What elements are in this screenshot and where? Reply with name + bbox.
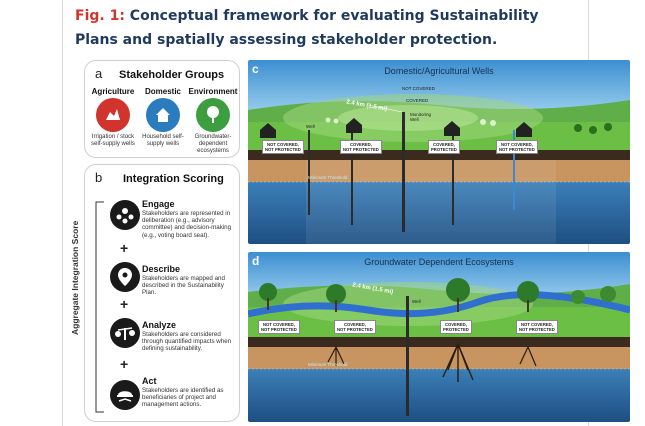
panel-c-domestic-wells-scene: c Domestic/Agricultural Wells NOT COVERE… — [248, 60, 630, 244]
status-tag-1: NOT COVERED, NOT PROTECTED — [262, 140, 304, 154]
status-tag-2: COVERED, NOT PROTECTED — [334, 320, 376, 334]
panel-a-stakeholder-groups: a Stakeholder Groups Agriculture Irrigat… — [84, 60, 240, 158]
group-name: Environment — [188, 87, 238, 96]
status-tag-3: COVERED, PROTECTED — [440, 320, 472, 334]
group-name: Agriculture — [91, 87, 135, 96]
scale-icon — [110, 318, 140, 348]
house-faucet-icon — [146, 98, 180, 132]
group-agriculture: Agriculture Irrigation / stock self-supp… — [87, 87, 139, 148]
panel-d-title: Groundwater Dependent Ecosystems — [364, 257, 514, 267]
group-name: Domestic — [144, 87, 181, 96]
people-group-icon — [110, 200, 140, 230]
step-name: Analyze — [142, 320, 177, 330]
step-desc: Stakeholders are mapped and described in… — [142, 275, 225, 297]
group-desc: Irrigation / stock self-supply wells — [91, 134, 135, 147]
page-left-rule — [62, 0, 63, 426]
plus-sign: + — [120, 240, 129, 256]
tag-line2: PROTECTED — [443, 327, 469, 332]
panel-b-letter: b — [95, 170, 103, 185]
step-name: Engage — [142, 199, 175, 209]
scene-d-illustration — [248, 252, 630, 422]
step-desc: Stakeholders are represented in delibera… — [142, 210, 232, 239]
scene-c-illustration — [248, 60, 630, 244]
panel-b-integration-scoring: b Integration Scoring — [84, 164, 240, 422]
tag-line2: NOT PROTECTED — [265, 147, 301, 152]
minimum-threshold-label: Minimum Threshold — [308, 362, 348, 367]
status-tag-2: COVERED, NOT PROTECTED — [340, 140, 382, 154]
panel-c-title: Domestic/Agricultural Wells — [384, 66, 494, 76]
tag-line2: NOT PROTECTED — [499, 147, 535, 152]
panel-d-letter: d — [252, 254, 260, 268]
plus-sign: + — [120, 356, 129, 372]
tag-line2: NOT PROTECTED — [261, 327, 297, 332]
well-label: Well — [412, 299, 421, 304]
tag-line1: NOT COVERED, — [520, 322, 553, 327]
status-tag-1: NOT COVERED, NOT PROTECTED — [258, 320, 300, 334]
status-tag-4: NOT COVERED, NOT PROTECTED — [496, 140, 538, 154]
covered-label: COVERED — [406, 98, 429, 103]
panel-a-title: Stakeholder Groups — [119, 69, 225, 81]
panel-b-title: Integration Scoring — [123, 173, 224, 185]
tag-line2: NOT PROTECTED — [519, 327, 555, 332]
map-pin-icon — [110, 262, 140, 292]
group-environment: Environment Groundwater-dependent ecosys… — [187, 87, 239, 155]
panel-d-gde-scene: d Groundwater Dependent Ecosystems 2.4 k… — [248, 252, 630, 422]
tag-line1: NOT COVERED, — [266, 142, 299, 147]
step-name: Act — [142, 376, 157, 386]
score-bracket — [95, 201, 104, 413]
tag-line1: COVERED, — [444, 322, 467, 327]
step-describe: Describe Stakeholders are mapped and des… — [142, 264, 238, 297]
panel-a-letter: a — [95, 66, 103, 81]
tag-line2: NOT PROTECTED — [337, 327, 373, 332]
group-desc: Household self-supply wells — [142, 134, 184, 147]
group-desc: Groundwater-dependent ecosystems — [194, 134, 232, 154]
step-desc: Stakeholders are considered through quan… — [142, 331, 232, 353]
tag-line1: COVERED, — [432, 142, 455, 147]
step-name: Describe — [142, 264, 181, 274]
tag-line1: NOT COVERED, — [262, 322, 295, 327]
figure-title: Fig. 1: Conceptual framework for evaluat… — [75, 4, 575, 52]
step-desc: Stakeholders are identified as beneficia… — [142, 387, 224, 409]
panel-c-letter: c — [252, 62, 259, 76]
status-tag-4: NOT COVERED, NOT PROTECTED — [516, 320, 558, 334]
step-engage: Engage Stakeholders are represented in d… — [142, 199, 238, 239]
minimum-threshold-label: Minimum Threshold — [308, 175, 348, 180]
integration-score-axis-label: Aggregate Integration Score — [70, 220, 80, 335]
well-label: Well — [306, 124, 315, 129]
monitoring-well-label: Monitoring Well — [410, 112, 432, 122]
group-domestic: Domestic Household self-supply wells — [137, 87, 189, 148]
plus-sign: + — [120, 296, 129, 312]
tree-icon — [196, 98, 230, 132]
step-act: Act Stakeholders are identified as benef… — [142, 376, 238, 409]
figure-number: Fig. 1: — [75, 8, 125, 24]
tag-line1: NOT COVERED, — [500, 142, 533, 147]
tractor-faucet-icon — [96, 98, 130, 132]
tag-line2: PROTECTED — [431, 147, 457, 152]
step-analyze: Analyze Stakeholders are considered thro… — [142, 320, 238, 353]
not-covered-label: NOT COVERED — [402, 86, 435, 91]
tag-line1: COVERED, — [349, 142, 372, 147]
figure-caption: Conceptual framework for evaluating Sust… — [75, 8, 539, 48]
tag-line2: NOT PROTECTED — [343, 147, 379, 152]
tag-line1: COVERED, — [343, 322, 366, 327]
status-tag-3: COVERED, PROTECTED — [428, 140, 460, 154]
hardhat-handshake-icon — [110, 380, 140, 410]
